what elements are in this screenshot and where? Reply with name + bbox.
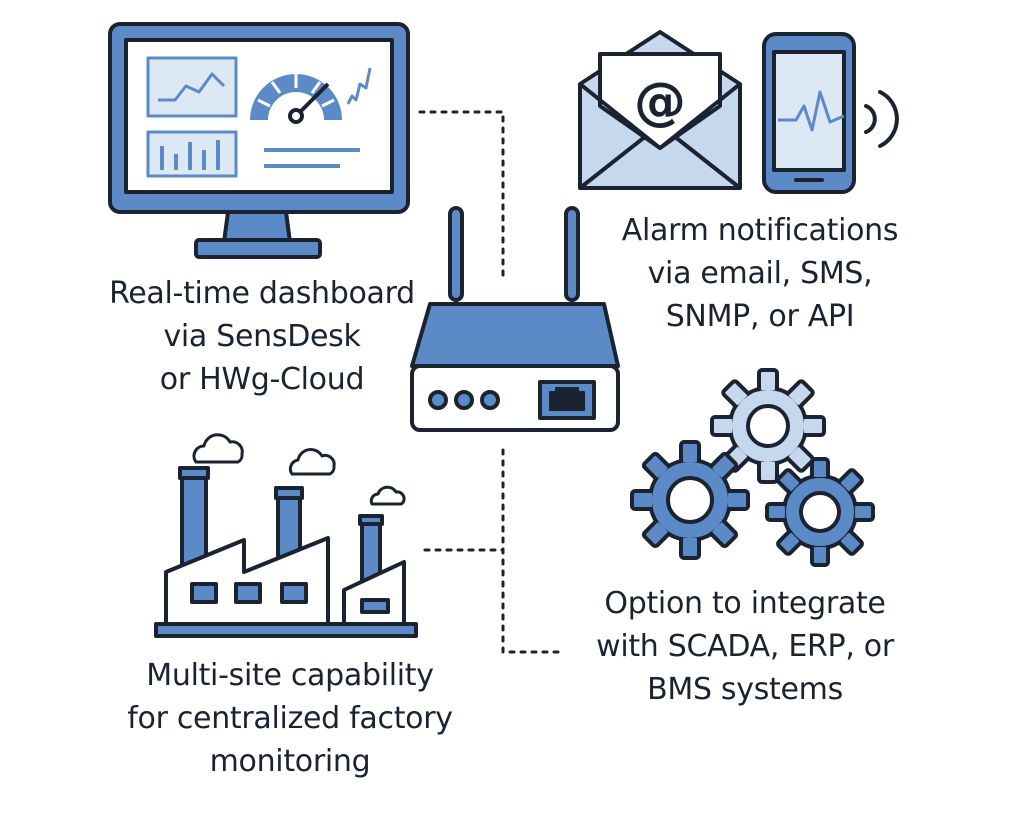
caption-dashboard-line-3: or HWg-Cloud	[159, 362, 365, 397]
caption-alarm-notifications: Alarm notifications via email, SMS, SNMP…	[590, 209, 930, 338]
caption-multisite-line-1: Multi-site capability	[146, 658, 434, 693]
gears-icon	[630, 368, 875, 567]
factory-icon	[154, 433, 418, 638]
caption-dashboard-line-1: Real-time dashboard	[109, 276, 415, 311]
cloud-icon	[288, 448, 336, 476]
cloud-icon	[369, 485, 406, 506]
router-device-icon	[410, 206, 620, 432]
caption-multisite-line-3: monitoring	[209, 744, 371, 779]
caption-dashboard-line-2: via SensDesk	[163, 319, 361, 354]
caption-integrate-line-2: with SCADA, ERP, or	[596, 629, 894, 664]
caption-multisite: Multi-site capability for centralized fa…	[100, 654, 480, 783]
connector-integrate	[501, 448, 564, 654]
caption-multisite-line-2: for centralized factory	[127, 701, 453, 736]
cloud-icon	[192, 433, 244, 464]
at-symbol: @	[634, 72, 686, 132]
gear-right-icon	[765, 457, 875, 567]
monitor-dashboard-icon	[108, 22, 410, 259]
connector-lines	[418, 110, 564, 654]
gear-top-icon	[710, 368, 826, 484]
caption-integrate-line-3: BMS systems	[647, 672, 843, 707]
caption-alarm-line-3: SNMP, or API	[665, 299, 855, 334]
gear-left-icon	[630, 440, 750, 560]
connector-dashboard	[418, 110, 505, 277]
caption-integrate: Option to integrate with SCADA, ERP, or …	[575, 582, 915, 711]
smartphone-icon	[762, 32, 899, 194]
caption-dashboard: Real-time dashboard via SensDesk or HWg-…	[92, 272, 432, 401]
caption-alarm-line-1: Alarm notifications	[621, 213, 899, 248]
caption-integrate-line-1: Option to integrate	[604, 586, 886, 621]
caption-alarm-line-2: via email, SMS,	[647, 256, 873, 291]
email-envelope-icon: @	[578, 30, 742, 190]
